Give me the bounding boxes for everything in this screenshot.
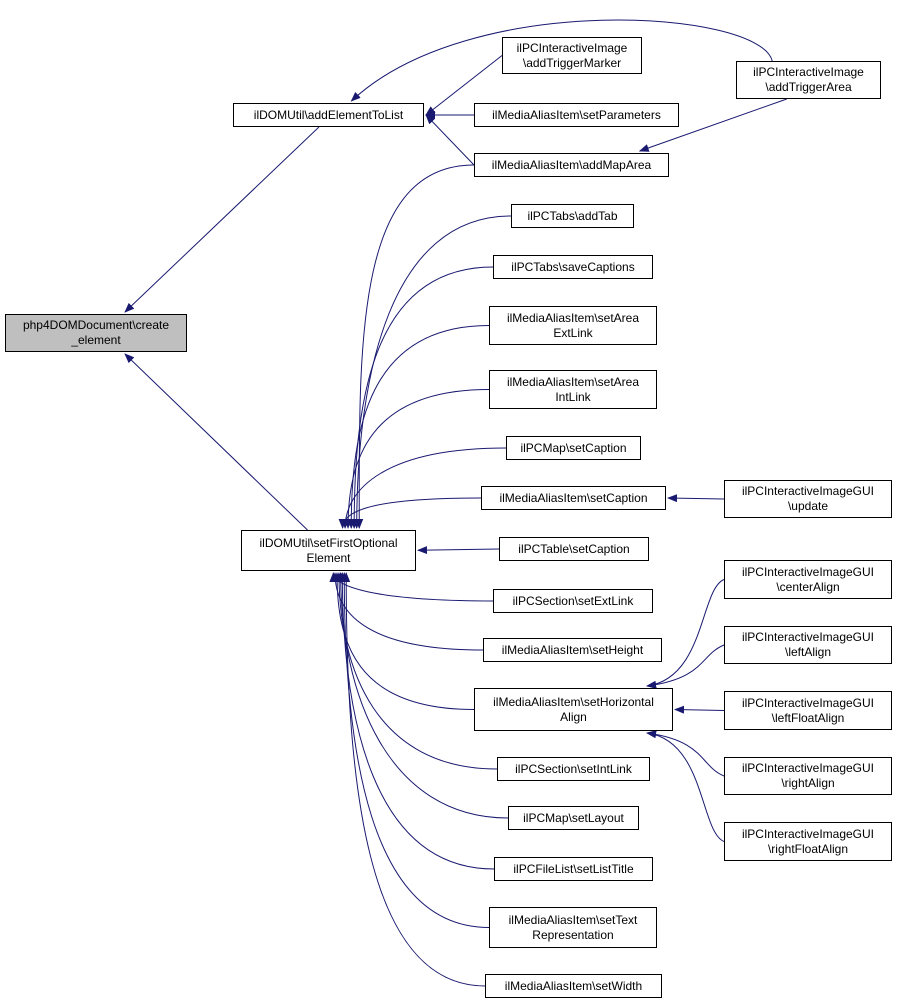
- node-section-set-int-link[interactable]: ilPCSection\setIntLink: [497, 757, 650, 781]
- edge-iigui_update-to-mai_setCaption: [667, 494, 725, 503]
- node-label-line: Element: [306, 550, 351, 565]
- node-label-line: ilPCInteractiveImage: [753, 65, 864, 79]
- edge-mai_setHeight-to-setFirstOptionalElement: [331, 572, 484, 651]
- node-label-line: ilMediaAliasItem\setWidth: [504, 978, 643, 993]
- node-mai-set-parameters[interactable]: ilMediaAliasItem\setParameters: [474, 103, 679, 127]
- node-label-line: ilPCTabs\addTab: [527, 208, 618, 223]
- node-label-line: ilPCTable\setCaption: [518, 541, 630, 556]
- node-label-line: \leftAlign: [784, 645, 832, 659]
- node-label-line: ilPCInteractiveImage: [516, 40, 628, 55]
- node-table-set-caption[interactable]: ilPCTable\setCaption: [499, 537, 649, 561]
- edge-tabs_addTab-to-setFirstOptionalElement: [352, 215, 512, 529]
- node-mai-set-width[interactable]: ilMediaAliasItem\setWidth: [485, 974, 662, 998]
- edge-filelist_setListTitle-to-setFirstOptionalElement: [338, 572, 495, 870]
- node-label-line: ilPCMap\setCaption: [520, 440, 627, 455]
- node-create-element: php4DOMDocument\create_element: [5, 314, 187, 352]
- edge-mai_addMapArea-to-addElementToList: [425, 114, 475, 166]
- edge-addElementToList-to-create_element: [124, 126, 320, 313]
- node-iigui-right-align[interactable]: ilPCInteractiveImageGUI\rightAlign: [724, 757, 892, 795]
- node-label-line: Representation: [532, 927, 614, 942]
- node-label-line: \update: [787, 499, 829, 513]
- edge-ii_addTriggerArea-to-mai_addMapArea: [638, 98, 787, 152]
- node-iigui-update[interactable]: ilPCInteractiveImageGUI\update: [724, 480, 892, 518]
- edge-iigui_rightFloatAlign-to-mai_setHorizontalAlign: [646, 730, 725, 842]
- node-iigui-left-align[interactable]: ilPCInteractiveImageGUI\leftAlign: [724, 626, 892, 664]
- node-label-line: _element: [71, 333, 121, 347]
- node-label-line: ilMediaAliasItem\setText: [508, 912, 638, 927]
- node-label-line: \addTriggerMarker: [522, 55, 622, 70]
- node-label-line: ilPCInteractiveImageGUI: [741, 761, 875, 775]
- node-label-line: \rightAlign: [781, 776, 835, 790]
- node-label-line: ilPCInteractiveImageGUI: [741, 630, 875, 644]
- edge-section_setIntLink-to-setFirstOptionalElement: [334, 572, 498, 770]
- edge-ii_addTriggerMarker-to-addElementToList: [425, 55, 503, 116]
- edge-mai_addMapArea-to-setFirstOptionalElement: [355, 164, 475, 529]
- edge-mai_setHorizontalAlign-to-setFirstOptionalElement: [332, 572, 475, 710]
- node-label-line: ilPCInteractiveImageGUI: [741, 564, 875, 579]
- edge-section_setExtLink-to-setFirstOptionalElement: [329, 572, 494, 602]
- edge-setFirstOptionalElement-to-create_element: [124, 353, 308, 531]
- node-label-line: IntLink: [555, 389, 591, 404]
- node-label-line: \addTriggerArea: [765, 80, 852, 94]
- node-label-line: ilMediaAliasItem\setHeight: [501, 642, 644, 657]
- edge-mai_setTextRepresentation-to-setFirstOptionalElement: [340, 572, 490, 928]
- node-ii-add-trigger-area[interactable]: ilPCInteractiveImage\addTriggerArea: [736, 61, 881, 99]
- edge-mai_setCaption-to-setFirstOptionalElement: [338, 497, 482, 529]
- node-tabs-add-tab[interactable]: ilPCTabs\addTab: [511, 204, 634, 228]
- node-label-line: ilPCInteractiveImageGUI: [741, 826, 875, 841]
- node-label-line: ExtLink: [553, 325, 593, 340]
- edge-mai_setAreaExtLink-to-setFirstOptionalElement: [347, 325, 490, 529]
- node-map-set-caption[interactable]: ilPCMap\setCaption: [506, 436, 641, 460]
- node-label-line: \centerAlign: [776, 579, 840, 594]
- node-label-line: ilPCFileList\setListTitle: [513, 861, 634, 876]
- node-label-line: \rightFloatAlign: [767, 841, 849, 856]
- node-add-element-to-list[interactable]: ilDOMUtil\addElementToList: [233, 103, 424, 127]
- node-label-line: ilMediaAliasItem\setArea: [506, 310, 640, 325]
- node-map-set-layout[interactable]: ilPCMap\setLayout: [508, 806, 639, 830]
- node-label-line: ilPCMap\setLayout: [523, 810, 624, 825]
- edge-map_setCaption-to-setFirstOptionalElement: [341, 447, 507, 529]
- edge-iigui_rightAlign-to-mai_setHorizontalAlign: [646, 730, 725, 777]
- node-label-line: php4DOMDocument\create: [22, 318, 170, 332]
- edge-mai_setWidth-to-setFirstOptionalElement: [342, 572, 486, 987]
- node-label-line: \leftFloatAlign: [771, 710, 845, 725]
- edge-iigui_leftAlign-to-mai_setHorizontalAlign: [646, 644, 725, 689]
- node-label-line: ilPCTabs\saveCaptions: [511, 259, 635, 274]
- node-label-line: ilMediaAliasItem\setCaption: [499, 490, 648, 505]
- node-label-line: ilMediaAliasItem\setParameters: [492, 107, 661, 122]
- node-label-line: ilMediaAliasItem\addMapArea: [491, 157, 652, 172]
- node-label-line: ilPCSection\setExtLink: [512, 593, 634, 608]
- node-section-set-ext-link[interactable]: ilPCSection\setExtLink: [493, 589, 653, 613]
- node-iigui-center-align[interactable]: ilPCInteractiveImageGUI\centerAlign: [724, 560, 892, 599]
- edge-tabs_saveCaptions-to-setFirstOptionalElement: [350, 266, 494, 529]
- node-label-line: Align: [560, 709, 587, 724]
- edge-iigui_leftFloatAlign-to-mai_setHorizontalAlign: [674, 705, 725, 714]
- node-iigui-left-float-align[interactable]: ilPCInteractiveImageGUI\leftFloatAlign: [724, 691, 892, 730]
- node-mai-add-map-area[interactable]: ilMediaAliasItem\addMapArea: [474, 153, 669, 177]
- node-mai-set-caption[interactable]: ilMediaAliasItem\setCaption: [481, 486, 666, 510]
- node-ii-add-trigger-marker[interactable]: ilPCInteractiveImage\addTriggerMarker: [502, 37, 642, 74]
- edge-mai_setAreaIntLink-to-setFirstOptionalElement: [344, 389, 490, 529]
- node-label-line: ilMediaAliasItem\setHorizontal: [493, 694, 654, 709]
- node-label-line: ilDOMUtil\addElementToList: [253, 107, 404, 122]
- node-tabs-save-captions[interactable]: ilPCTabs\saveCaptions: [493, 255, 653, 279]
- edge-iigui_centerAlign-to-mai_setHorizontalAlign: [646, 579, 725, 689]
- node-label-line: ilPCInteractiveImageGUI: [741, 695, 875, 710]
- edge-ii_addTriggerArea-to-addElementToList: [350, 19, 773, 102]
- edge-table_setCaption-to-setFirstOptionalElement: [417, 546, 500, 555]
- node-label-line: ilPCSection\setIntLink: [515, 761, 632, 776]
- node-iigui-right-float-align[interactable]: ilPCInteractiveImageGUI\rightFloatAlign: [724, 822, 892, 861]
- node-mai-set-height[interactable]: ilMediaAliasItem\setHeight: [483, 638, 662, 662]
- node-label-line: ilMediaAliasItem\setArea: [506, 374, 640, 389]
- node-label-line: ilPCInteractiveImageGUI: [741, 484, 875, 498]
- node-filelist-set-list-title[interactable]: ilPCFileList\setListTitle: [494, 857, 653, 881]
- node-label-line: ilDOMUtil\setFirstOptional: [259, 535, 398, 550]
